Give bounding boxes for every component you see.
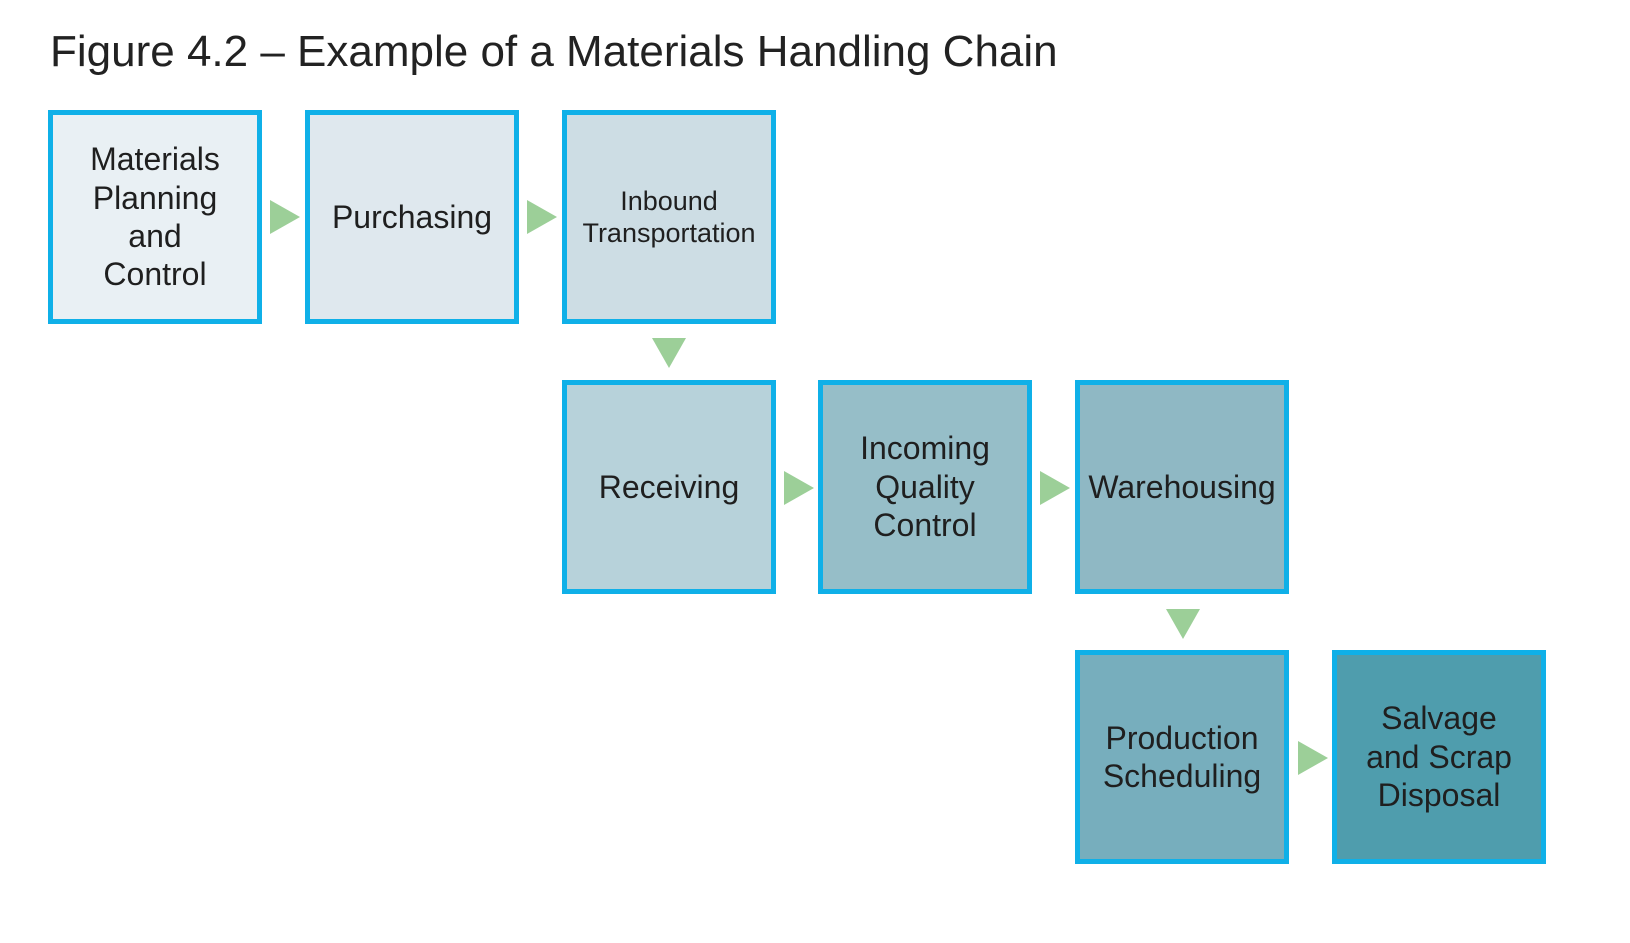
step-materials-planning: Materials Planning and Control	[48, 110, 262, 324]
step-warehousing: Warehousing	[1075, 380, 1289, 594]
step-label: Salvage and Scrap Disposal	[1366, 700, 1512, 814]
step-purchasing: Purchasing	[305, 110, 519, 324]
step-production-scheduling: Production Scheduling	[1075, 650, 1289, 864]
flow-arrow-right	[784, 471, 814, 505]
step-receiving: Receiving	[562, 380, 776, 594]
flow-arrow-down	[1166, 609, 1200, 639]
flow-arrow-down	[652, 338, 686, 368]
step-label: Purchasing	[331, 198, 493, 235]
step-label: Materials Planning and Control	[90, 141, 220, 293]
step-inbound-transportation: Inbound Transportation	[562, 110, 776, 324]
flow-arrow-right	[270, 200, 300, 234]
step-salvage-and-scrap-disposal: Salvage and Scrap Disposal	[1332, 650, 1546, 864]
step-label: Inbound Transportation	[582, 185, 756, 248]
flow-arrow-right	[1298, 741, 1328, 775]
step-incoming-quality-control: Incoming Quality Control	[818, 380, 1032, 594]
step-label: Receiving	[598, 468, 740, 505]
flow-arrow-right	[1040, 471, 1070, 505]
step-label: Production Scheduling	[1102, 719, 1262, 794]
figure-title: Figure 4.2 – Example of a Materials Hand…	[50, 27, 1058, 76]
flow-arrow-right	[527, 200, 557, 234]
step-label: Incoming Quality Control	[860, 430, 990, 544]
step-label: Warehousing	[1088, 468, 1276, 505]
